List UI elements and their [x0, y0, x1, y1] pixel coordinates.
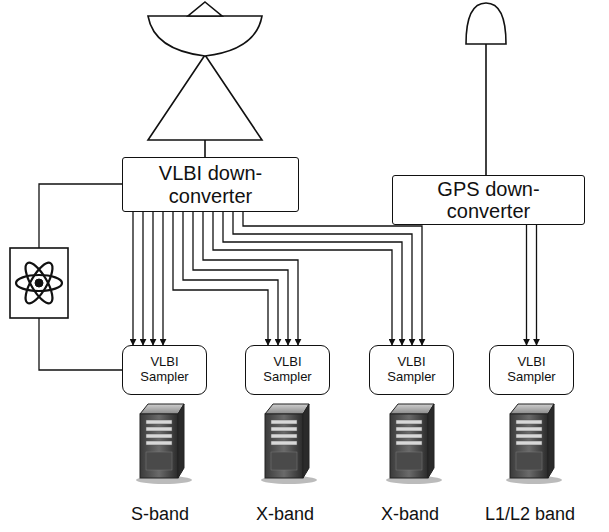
- server-body: [390, 414, 428, 478]
- signal-arrow: [142, 212, 143, 345]
- drive-slot: [516, 420, 542, 424]
- node-text: VLBI Sampler: [374, 355, 449, 384]
- sampler-box: VLBI Sampler: [489, 345, 574, 395]
- drive-slot: [396, 434, 422, 438]
- node-text: VLBI Sampler: [127, 355, 202, 384]
- signal-arrow: [162, 212, 163, 345]
- server-side: [428, 404, 434, 478]
- node-text: VLBI down-converter: [133, 162, 288, 207]
- signal-arrow: [536, 225, 537, 345]
- signal-arrow: [233, 212, 412, 345]
- server-top: [140, 404, 184, 414]
- server-body: [510, 414, 548, 478]
- drive-slot: [271, 427, 297, 431]
- drive-slot: [396, 420, 422, 424]
- drive-slot: [271, 441, 297, 445]
- band-label: S-band: [131, 504, 189, 525]
- band-label: X-band: [256, 504, 314, 525]
- gps-antenna: [466, 3, 506, 176]
- server-side: [303, 404, 309, 478]
- drive-slot: [146, 420, 172, 424]
- drive-slot: [516, 441, 542, 445]
- server-panel: [271, 452, 297, 470]
- signal-arrow: [193, 212, 288, 345]
- server-top: [265, 404, 309, 414]
- drive-slot: [396, 427, 422, 431]
- server-icon: [261, 404, 317, 484]
- node-text: VLBI Sampler: [494, 355, 569, 384]
- server-top: [390, 404, 434, 414]
- signal-arrow: [152, 212, 153, 345]
- signal-arrow: [203, 212, 298, 345]
- signal-arrow: [183, 212, 278, 345]
- server-top: [510, 404, 554, 414]
- drive-slot: [271, 434, 297, 438]
- band-label: L1/L2 band: [485, 504, 575, 525]
- drive-slot: [271, 420, 297, 424]
- drive-slot: [146, 441, 172, 445]
- drive-slot: [396, 441, 422, 445]
- downconverter-box: VLBI down-converter: [122, 157, 299, 212]
- signal-arrow: [132, 212, 133, 345]
- vlbi-dish: [148, 2, 262, 158]
- server-side: [178, 404, 184, 478]
- node-text: VLBI Sampler: [250, 355, 325, 384]
- signal-arrow: [213, 212, 392, 345]
- server-body: [265, 414, 303, 478]
- signal-arrow: [526, 225, 527, 345]
- signal-arrow: [243, 212, 422, 345]
- server-icon: [136, 404, 192, 484]
- server-side: [548, 404, 554, 478]
- sampler-box: VLBI Sampler: [369, 345, 454, 395]
- band-label: X-band: [381, 504, 439, 525]
- server-icon: [386, 404, 442, 484]
- drive-slot: [516, 434, 542, 438]
- server-icon: [506, 404, 562, 484]
- server-body: [140, 414, 178, 478]
- node-text: GPS down-converter: [415, 178, 562, 223]
- atomic-clock: [10, 248, 68, 318]
- drive-slot: [146, 427, 172, 431]
- sampler-box: VLBI Sampler: [122, 345, 207, 395]
- server-panel: [146, 452, 172, 470]
- drive-slot: [146, 434, 172, 438]
- server-panel: [396, 452, 422, 470]
- sampler-box: VLBI Sampler: [245, 345, 330, 395]
- server-panel: [516, 452, 542, 470]
- downconverter-box: GPS down-converter: [392, 175, 585, 225]
- signal-arrow: [173, 212, 268, 345]
- signal-arrow: [223, 212, 402, 345]
- drive-slot: [516, 427, 542, 431]
